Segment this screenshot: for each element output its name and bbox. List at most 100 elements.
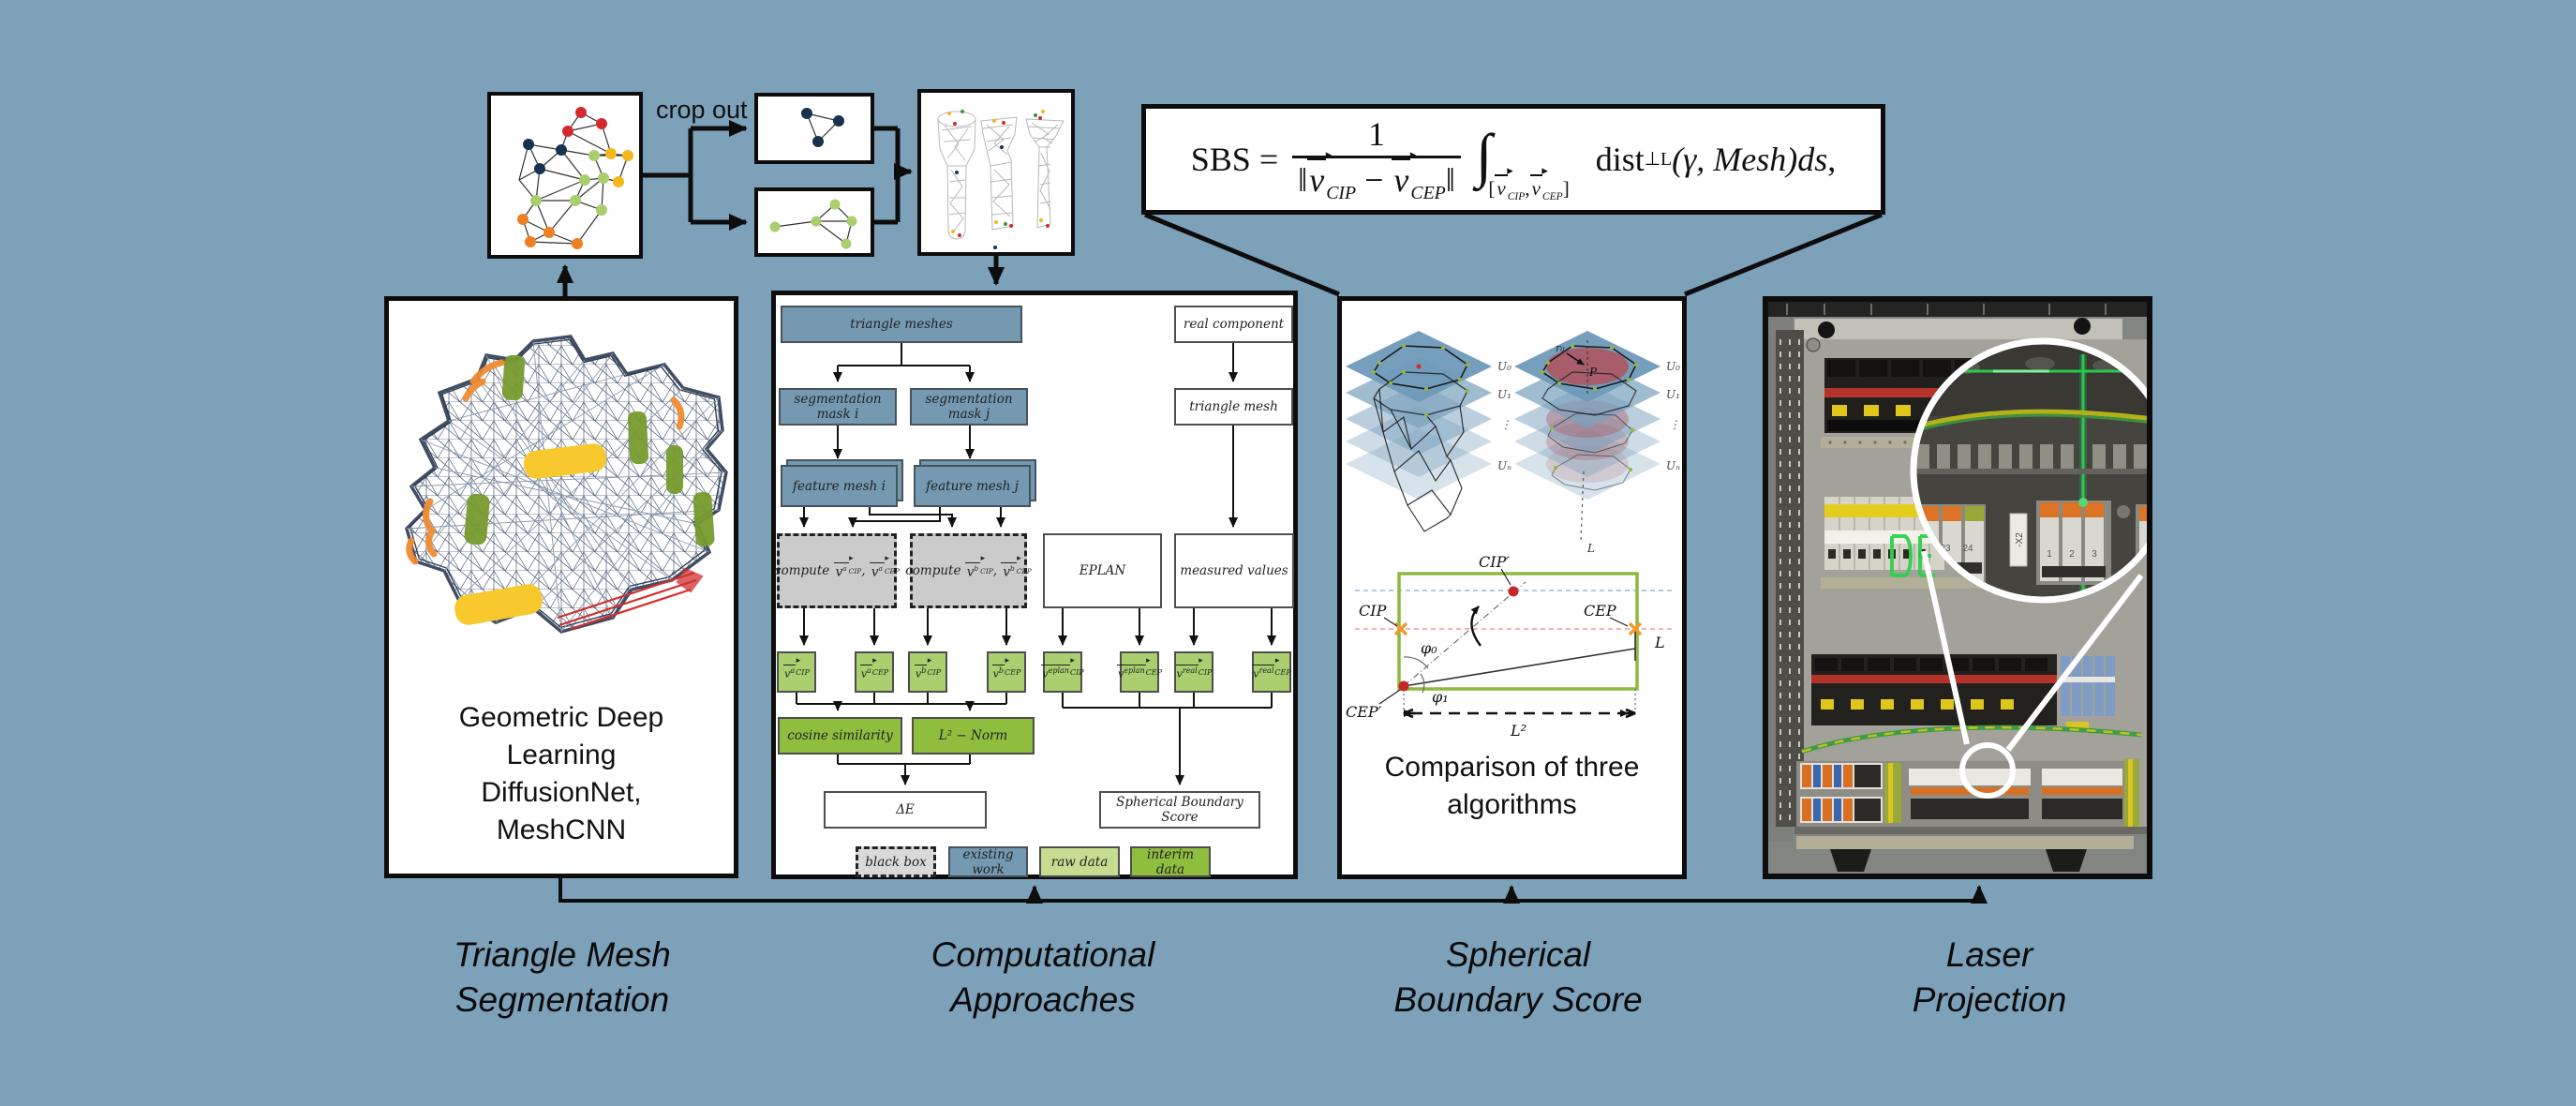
node-spherical-boundary-score: Spherical Boundary Score [1099, 791, 1260, 829]
un-label: Uₙ [1497, 459, 1511, 472]
l-label: L [1654, 634, 1665, 651]
node-delta-e: ΔE [824, 791, 987, 829]
panel-laser-projection-photo: 23 24 -X2 1 2 3 [1763, 296, 2152, 879]
label-line: Boundary Score [1393, 980, 1643, 1019]
label-line: Computational [931, 935, 1155, 974]
vector-chip: vbCEP [987, 651, 1026, 693]
node-real-component: real component [1174, 306, 1293, 343]
segmented-mesh-art [405, 335, 728, 634]
flowchart-arrows [796, 343, 1276, 785]
node-compute-a: compute vaCIP, vaCEP [774, 533, 900, 608]
caption-line: Comparison of three [1384, 752, 1640, 783]
phi1-label: φ₁ [1432, 688, 1449, 706]
laser-de-glyph [1890, 534, 1935, 577]
phi0-label: φ₀ [1421, 639, 1437, 657]
magnifier-ring [1910, 337, 2147, 604]
l-axis-label: L [1586, 542, 1595, 555]
node-label: triangle meshes [850, 317, 953, 332]
u0-label: U₀ [1497, 360, 1511, 373]
cep-prime-label: CEP′ [1346, 703, 1382, 721]
label-line: Projection [1912, 980, 2067, 1019]
node-label: L² − Norm [938, 728, 1008, 743]
legend-label: existing work [962, 846, 1014, 877]
node-eplan: EPLAN [1043, 533, 1162, 608]
node-l2-norm: L² − Norm [912, 717, 1035, 755]
legend-label: interim data [1147, 846, 1194, 877]
caption-line: Geometric Deep [458, 702, 664, 733]
vector-chip: veplanCEP [1117, 651, 1162, 693]
caption-line: algorithms [1447, 789, 1577, 820]
legend-raw-data: raw data [1039, 846, 1120, 877]
dots-label: ⋮ [1500, 418, 1511, 431]
green-fragment-art [769, 199, 857, 249]
cip-cep-geometry-art: CIP CEP CIP′ CEP′ φ₀ φ₁ L L² [1346, 556, 1675, 740]
node-triangle-meshes: triangle meshes [781, 306, 1022, 343]
terminal-tag-23: 23 [1940, 544, 1951, 554]
legend-label: black box [865, 854, 927, 870]
terminal-tag-1: 1 [2047, 549, 2052, 560]
node-label: real component [1183, 317, 1285, 332]
label-line: Approaches [950, 980, 1136, 1019]
legend-label: raw data [1050, 854, 1109, 870]
terminal-tag-24: 24 [1962, 544, 1973, 554]
p-label: P [1588, 366, 1598, 379]
panel-triangle-mesh-segmentation: Geometric Deep Learning DiffusionNet, Me… [384, 296, 738, 878]
node-triangle-mesh: triangle mesh [1174, 388, 1293, 426]
node-label: EPLAN [1079, 563, 1126, 578]
panel1-caption: Geometric Deep Learning DiffusionNet, Me… [389, 699, 734, 849]
components-box [917, 89, 1075, 256]
un-label: Uₙ [1666, 459, 1680, 472]
label-line: Triangle Mesh [454, 935, 671, 974]
label-line: Laser [1945, 935, 2033, 974]
node-label: segmentation mask j [925, 392, 1013, 422]
panel-computational-approaches: triangle meshes real component segmentat… [771, 291, 1298, 879]
magnifier-source-circle [1959, 742, 2016, 799]
panel3-caption: Comparison of three algorithms [1342, 749, 1682, 824]
wireframe-components-art [937, 110, 1065, 249]
mesh-graph-art [517, 107, 633, 249]
vector-chip: vbCIP [908, 651, 947, 693]
dots-label: ⋮ [1669, 418, 1680, 431]
label-line: Spherical [1445, 935, 1591, 974]
caption-line: Learning [506, 740, 617, 770]
cep-label: CEP [1584, 602, 1616, 620]
crop-box-navy [754, 93, 874, 164]
label-computational-approaches: Computational Approaches [846, 933, 1240, 1023]
sbs-formula-box: SBS = 1‖vCIP − vCEP‖∫[vCIP,vCEP] dist⊥L(… [1141, 104, 1885, 215]
terminal-tag-2: 2 [2069, 549, 2075, 560]
u1-label: U₁ [1497, 388, 1511, 401]
vector-chip: vaCEP [855, 651, 894, 693]
label-spherical-boundary-score: Spherical Boundary Score [1321, 933, 1715, 1023]
terminal-tag-3: 3 [2092, 549, 2097, 560]
node-label: feature mesh j [926, 478, 1019, 494]
panel-spherical-boundary-score: r₀ P L U₀ U₁ ⋮ Uₙ U₀ U₁ ⋮ Uₙ [1337, 296, 1687, 879]
node-feature-mesh-i: feature mesh i [781, 465, 898, 507]
label-triangle-mesh-segmentation: Triangle Mesh Segmentation [365, 933, 759, 1023]
node-label: measured values [1180, 563, 1288, 578]
u0-label: U₀ [1666, 360, 1680, 373]
node-label: cosine similarity [787, 728, 893, 743]
mesh-graph-box [487, 92, 643, 259]
vector-chip: veplanCIP [1041, 651, 1084, 693]
node-label: feature mesh i [793, 478, 886, 494]
caption-line: MeshCNN [496, 815, 627, 845]
node-label: triangle mesh [1189, 399, 1278, 414]
r0-label: r₀ [1556, 342, 1565, 354]
node-segmentation-mask-j: segmentation mask j [910, 388, 1028, 426]
terminal-tag-x2: -X2 [2015, 532, 2025, 547]
navy-triangle-art [801, 108, 844, 147]
crop-out-label: crop out [656, 96, 748, 124]
vector-chip: vrealCIP [1174, 651, 1214, 693]
legend-existing-work: existing work [948, 846, 1028, 877]
label-line: Segmentation [454, 980, 670, 1019]
node-label: ΔE [896, 802, 915, 817]
label-laser-projection: Laser Projection [1793, 933, 2186, 1023]
node-label: Spherical Boundary Score [1116, 795, 1243, 825]
node-feature-mesh-j: feature mesh j [914, 465, 1031, 507]
node-compute-b: compute vbCIP, vbCEP [905, 533, 1032, 608]
cip-prime-label: CIP′ [1479, 556, 1510, 571]
node-cosine-similarity: cosine similarity [778, 717, 902, 755]
l2-label: L² [1510, 722, 1526, 740]
layer-stack-art: r₀ P L U₀ U₁ ⋮ Uₙ U₀ U₁ ⋮ Uₙ [1346, 331, 1680, 555]
